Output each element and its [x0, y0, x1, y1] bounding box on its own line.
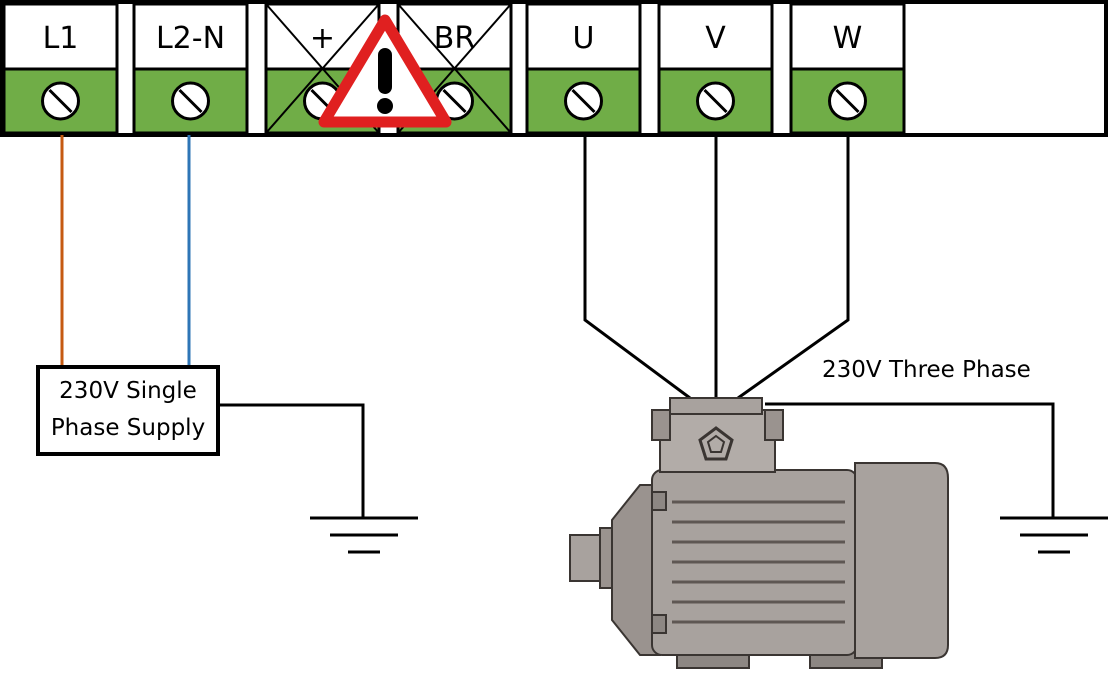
supply-box: 230V Single Phase Supply: [36, 365, 220, 456]
wire-w: [737, 135, 850, 400]
wire-u: [583, 135, 691, 400]
terminal-l1: L1: [2, 2, 119, 135]
motor-label: 230V Three Phase: [822, 357, 1031, 383]
motor-wires: [583, 135, 850, 400]
terminal-label: U: [573, 21, 595, 56]
terminal-label: +: [310, 21, 335, 56]
terminal-u: U: [525, 2, 642, 135]
terminal-blocks: L1 L2-N + BR U V W: [2, 2, 906, 135]
ground-symbol-icon: [310, 516, 418, 554]
motor-ground-wire: [765, 402, 1055, 518]
terminal-v: V: [657, 2, 774, 135]
terminal-l2-n: L2-N: [132, 2, 249, 135]
electric-motor-icon: [569, 397, 949, 669]
screw-terminal-icon: [828, 81, 867, 121]
supply-ground-wire: [218, 403, 365, 518]
terminal-label: W: [833, 21, 863, 56]
supply-label-line1: 230V Single: [59, 378, 197, 404]
screw-terminal-icon: [696, 81, 735, 121]
warning-triangle-icon: [318, 14, 452, 128]
terminal-w: W: [789, 2, 906, 135]
terminal-label: V: [705, 21, 726, 56]
terminal-label: L2-N: [156, 21, 225, 56]
screw-terminal-icon: [171, 81, 210, 121]
screw-terminal-icon: [564, 81, 603, 121]
terminal-label: L1: [43, 21, 79, 56]
ground-symbol-icon: [1000, 516, 1108, 554]
terminal-label: BR: [434, 21, 475, 56]
supply-label-line2: Phase Supply: [51, 415, 205, 441]
screw-terminal-icon: [41, 81, 80, 121]
